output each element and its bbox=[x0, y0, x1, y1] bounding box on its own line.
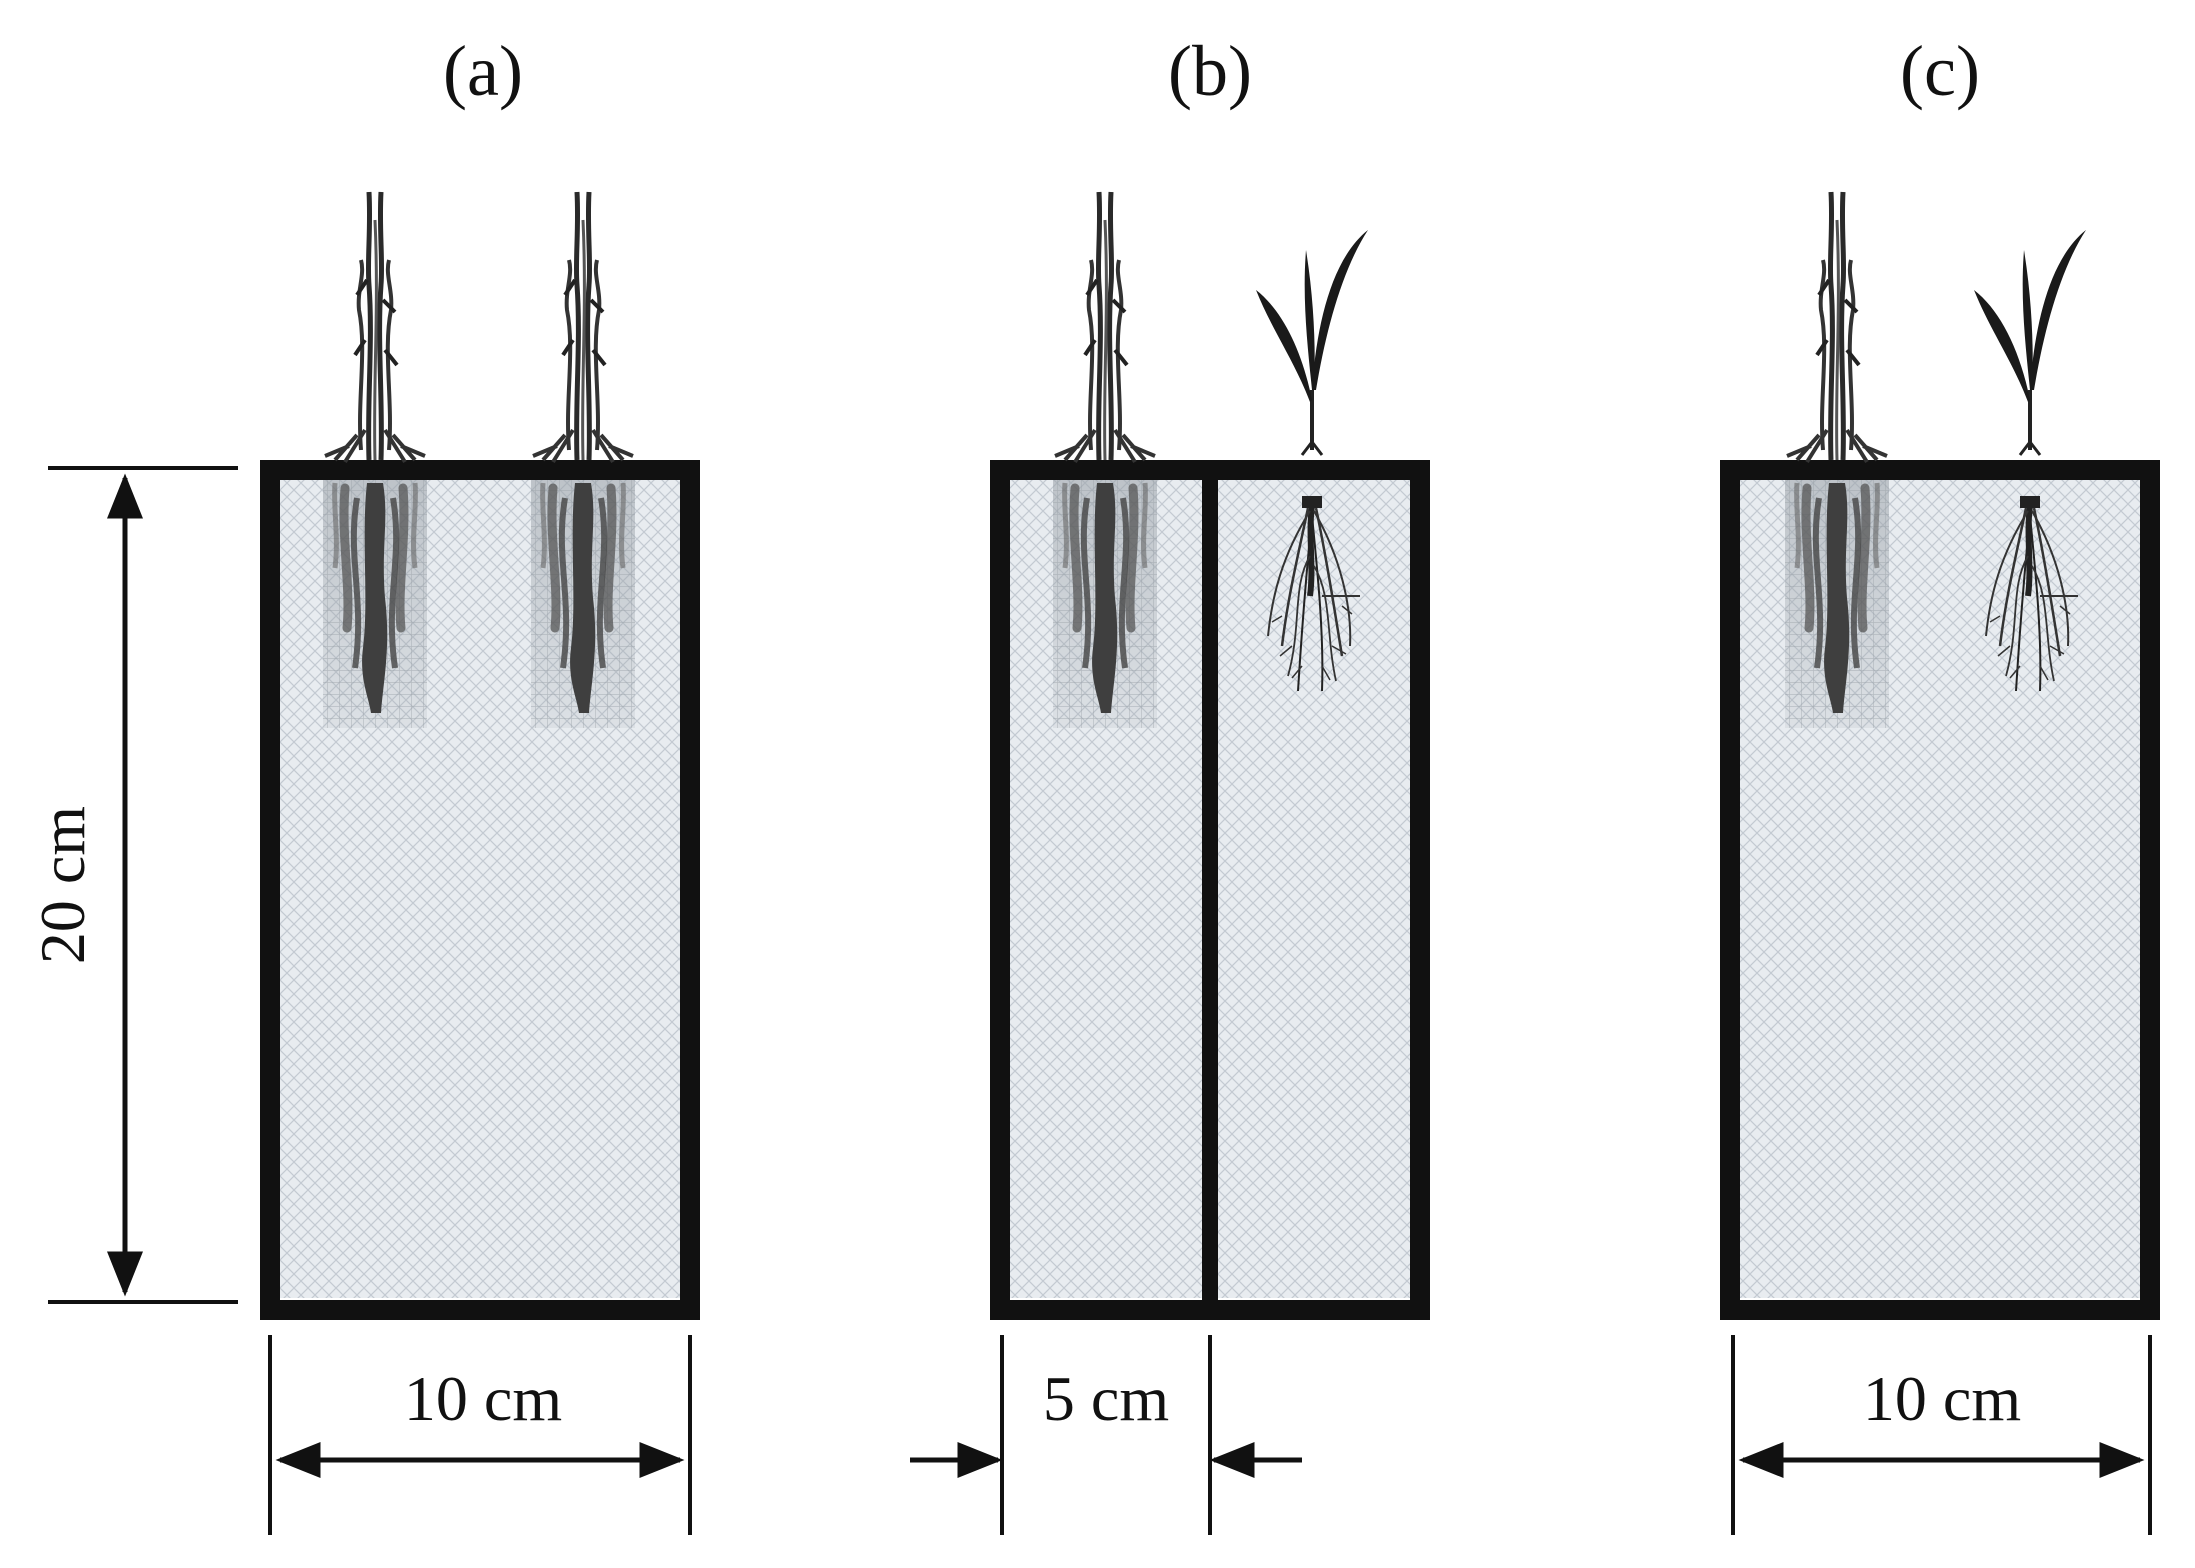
height-label: 20 cm bbox=[27, 806, 98, 964]
height-dimension: 20 cm bbox=[27, 466, 238, 1304]
panel-a bbox=[260, 192, 700, 1320]
wheat-shoot-b-right bbox=[1254, 228, 1370, 457]
panel-label-c: (c) bbox=[1900, 31, 1980, 111]
width-dimension-c: 10 cm bbox=[1731, 1335, 2152, 1535]
rice-shoot-a-left bbox=[325, 192, 425, 462]
panel-b bbox=[990, 192, 1430, 1320]
width-b-label: 5 cm bbox=[1043, 1363, 1169, 1434]
rice-shoot-b-left bbox=[1055, 192, 1155, 462]
width-c-label: 10 cm bbox=[1863, 1363, 2021, 1434]
rice-roots-c-left bbox=[1785, 478, 1889, 728]
wheat-shoot-c-right bbox=[1972, 228, 2088, 457]
width-dimension-b: 5 cm bbox=[910, 1335, 1302, 1535]
width-a-label: 10 cm bbox=[404, 1363, 562, 1434]
panel-label-a: (a) bbox=[443, 31, 523, 111]
width-dimension-a: 10 cm bbox=[268, 1335, 692, 1535]
rice-shoot-c-left bbox=[1787, 192, 1887, 462]
rice-roots-b-left bbox=[1053, 478, 1157, 728]
pot-c-outline bbox=[1720, 460, 2160, 1320]
pot-a-outline bbox=[260, 460, 700, 1320]
rice-roots-a-right bbox=[531, 478, 635, 728]
panel-c bbox=[1720, 192, 2160, 1320]
rice-roots-a-left bbox=[323, 478, 427, 728]
rice-shoot-a-right bbox=[533, 192, 633, 462]
panel-label-b: (b) bbox=[1168, 31, 1252, 111]
